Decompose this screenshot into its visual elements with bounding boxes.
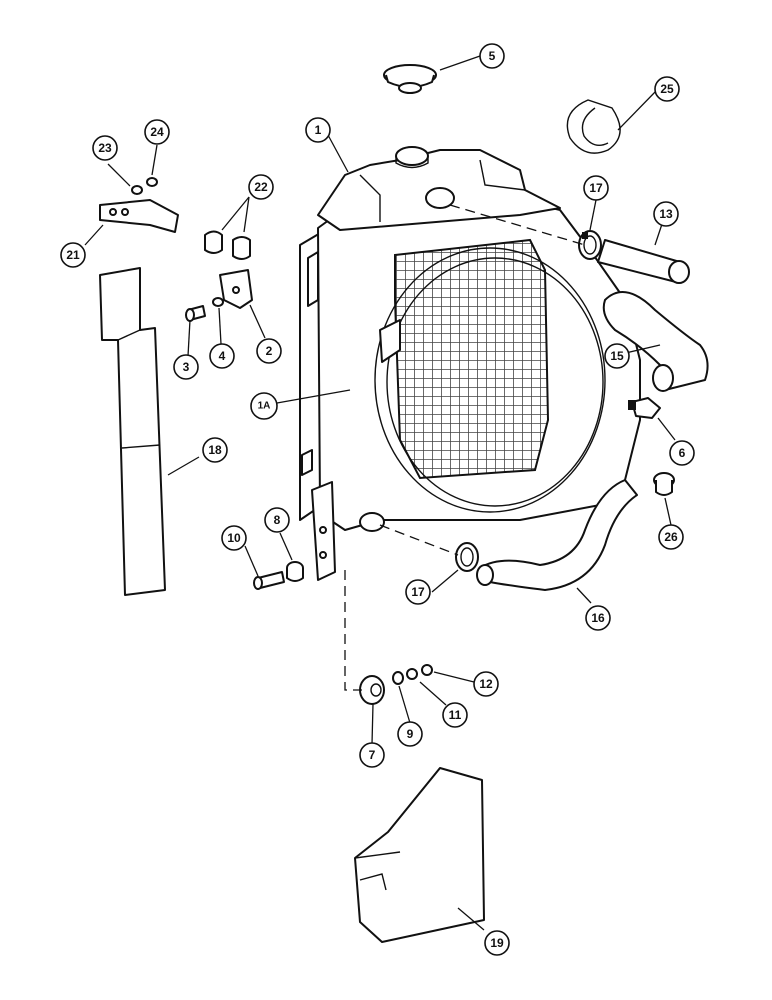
svg-text:7: 7: [369, 748, 376, 762]
alignment-lines: [344, 204, 586, 691]
svg-text:1A: 1A: [258, 401, 271, 412]
side-deflector-part: [99, 267, 166, 596]
svg-text:15: 15: [610, 349, 624, 363]
svg-text:12: 12: [479, 677, 493, 691]
hose-clamp-upper-part: [578, 230, 602, 260]
callout-12: 12: [473, 671, 499, 697]
lower-deflector-part: [354, 767, 485, 943]
svg-text:3: 3: [183, 360, 190, 374]
hose-clamp-lower-part: [455, 542, 479, 572]
lower-hose-part: [476, 479, 638, 591]
callout-15: 15: [604, 343, 630, 369]
svg-text:1: 1: [315, 123, 322, 137]
callout-8: 8: [264, 507, 290, 533]
callout-21: 21: [60, 242, 86, 268]
callout-2: 2: [256, 338, 282, 364]
hose-band-part: [566, 99, 621, 154]
rubber-mount-7-part: [359, 675, 385, 705]
bolt-3-part: [185, 305, 206, 322]
rubber-mounts-part: [204, 230, 251, 260]
callout-19: 19: [484, 930, 510, 956]
side-bracket-part: [219, 269, 253, 309]
callout-4: 4: [209, 343, 235, 369]
upper-hose-part: [597, 239, 690, 284]
callout-16: 16: [585, 605, 611, 631]
svg-text:5: 5: [489, 49, 496, 63]
svg-text:4: 4: [219, 349, 226, 363]
svg-text:22: 22: [254, 180, 268, 194]
callout-1a: 1A: [250, 392, 278, 420]
plug-part: [653, 472, 675, 496]
callout-3: 3: [173, 354, 199, 380]
spacer-8-part: [286, 561, 304, 582]
radiator-cap-part: [383, 64, 437, 94]
curved-hose-part: [602, 291, 709, 392]
callout-5: 5: [479, 43, 505, 69]
washer-4-part: [212, 297, 224, 307]
callout-25: 25: [654, 76, 680, 102]
callout-10: 10: [221, 525, 247, 551]
svg-text:18: 18: [208, 443, 222, 457]
callout-24: 24: [144, 119, 170, 145]
radiator-assembly: [299, 146, 641, 581]
svg-text:21: 21: [66, 248, 80, 262]
callout-26: 26: [658, 524, 684, 550]
callout-11: 11: [442, 702, 468, 728]
callout-18: 18: [202, 437, 228, 463]
washer-11-part: [406, 668, 418, 680]
leader-lines: [84, 55, 676, 931]
callout-1: 1: [305, 117, 331, 143]
svg-text:17: 17: [589, 181, 603, 195]
callout-6: 6: [669, 440, 695, 466]
svg-text:10: 10: [227, 531, 241, 545]
callout-13: 13: [653, 201, 679, 227]
svg-text:16: 16: [591, 611, 605, 625]
svg-text:13: 13: [659, 207, 673, 221]
svg-text:8: 8: [274, 513, 281, 527]
drain-tap-part: [628, 397, 661, 419]
callout-9: 9: [397, 721, 423, 747]
callout-23: 23: [92, 135, 118, 161]
svg-text:19: 19: [490, 936, 504, 950]
nut-12-part: [421, 664, 433, 676]
callout-7: 7: [359, 742, 385, 768]
svg-text:6: 6: [679, 446, 686, 460]
bolt-10-part: [253, 571, 285, 590]
svg-text:2: 2: [266, 344, 273, 358]
svg-text:11: 11: [449, 708, 462, 722]
svg-text:25: 25: [660, 82, 674, 96]
svg-text:24: 24: [150, 125, 164, 139]
svg-text:9: 9: [407, 727, 414, 741]
callout-22: 22: [248, 174, 274, 200]
washer-9-part: [392, 671, 404, 685]
upper-bracket-part: [99, 199, 179, 233]
callout-17-lower: 17: [405, 579, 431, 605]
svg-text:17: 17: [411, 585, 425, 599]
nut-23-part: [131, 185, 143, 195]
callout-17-upper: 17: [583, 175, 609, 201]
nut-24-part: [146, 177, 158, 187]
svg-text:23: 23: [98, 141, 112, 155]
svg-text:26: 26: [664, 530, 678, 544]
